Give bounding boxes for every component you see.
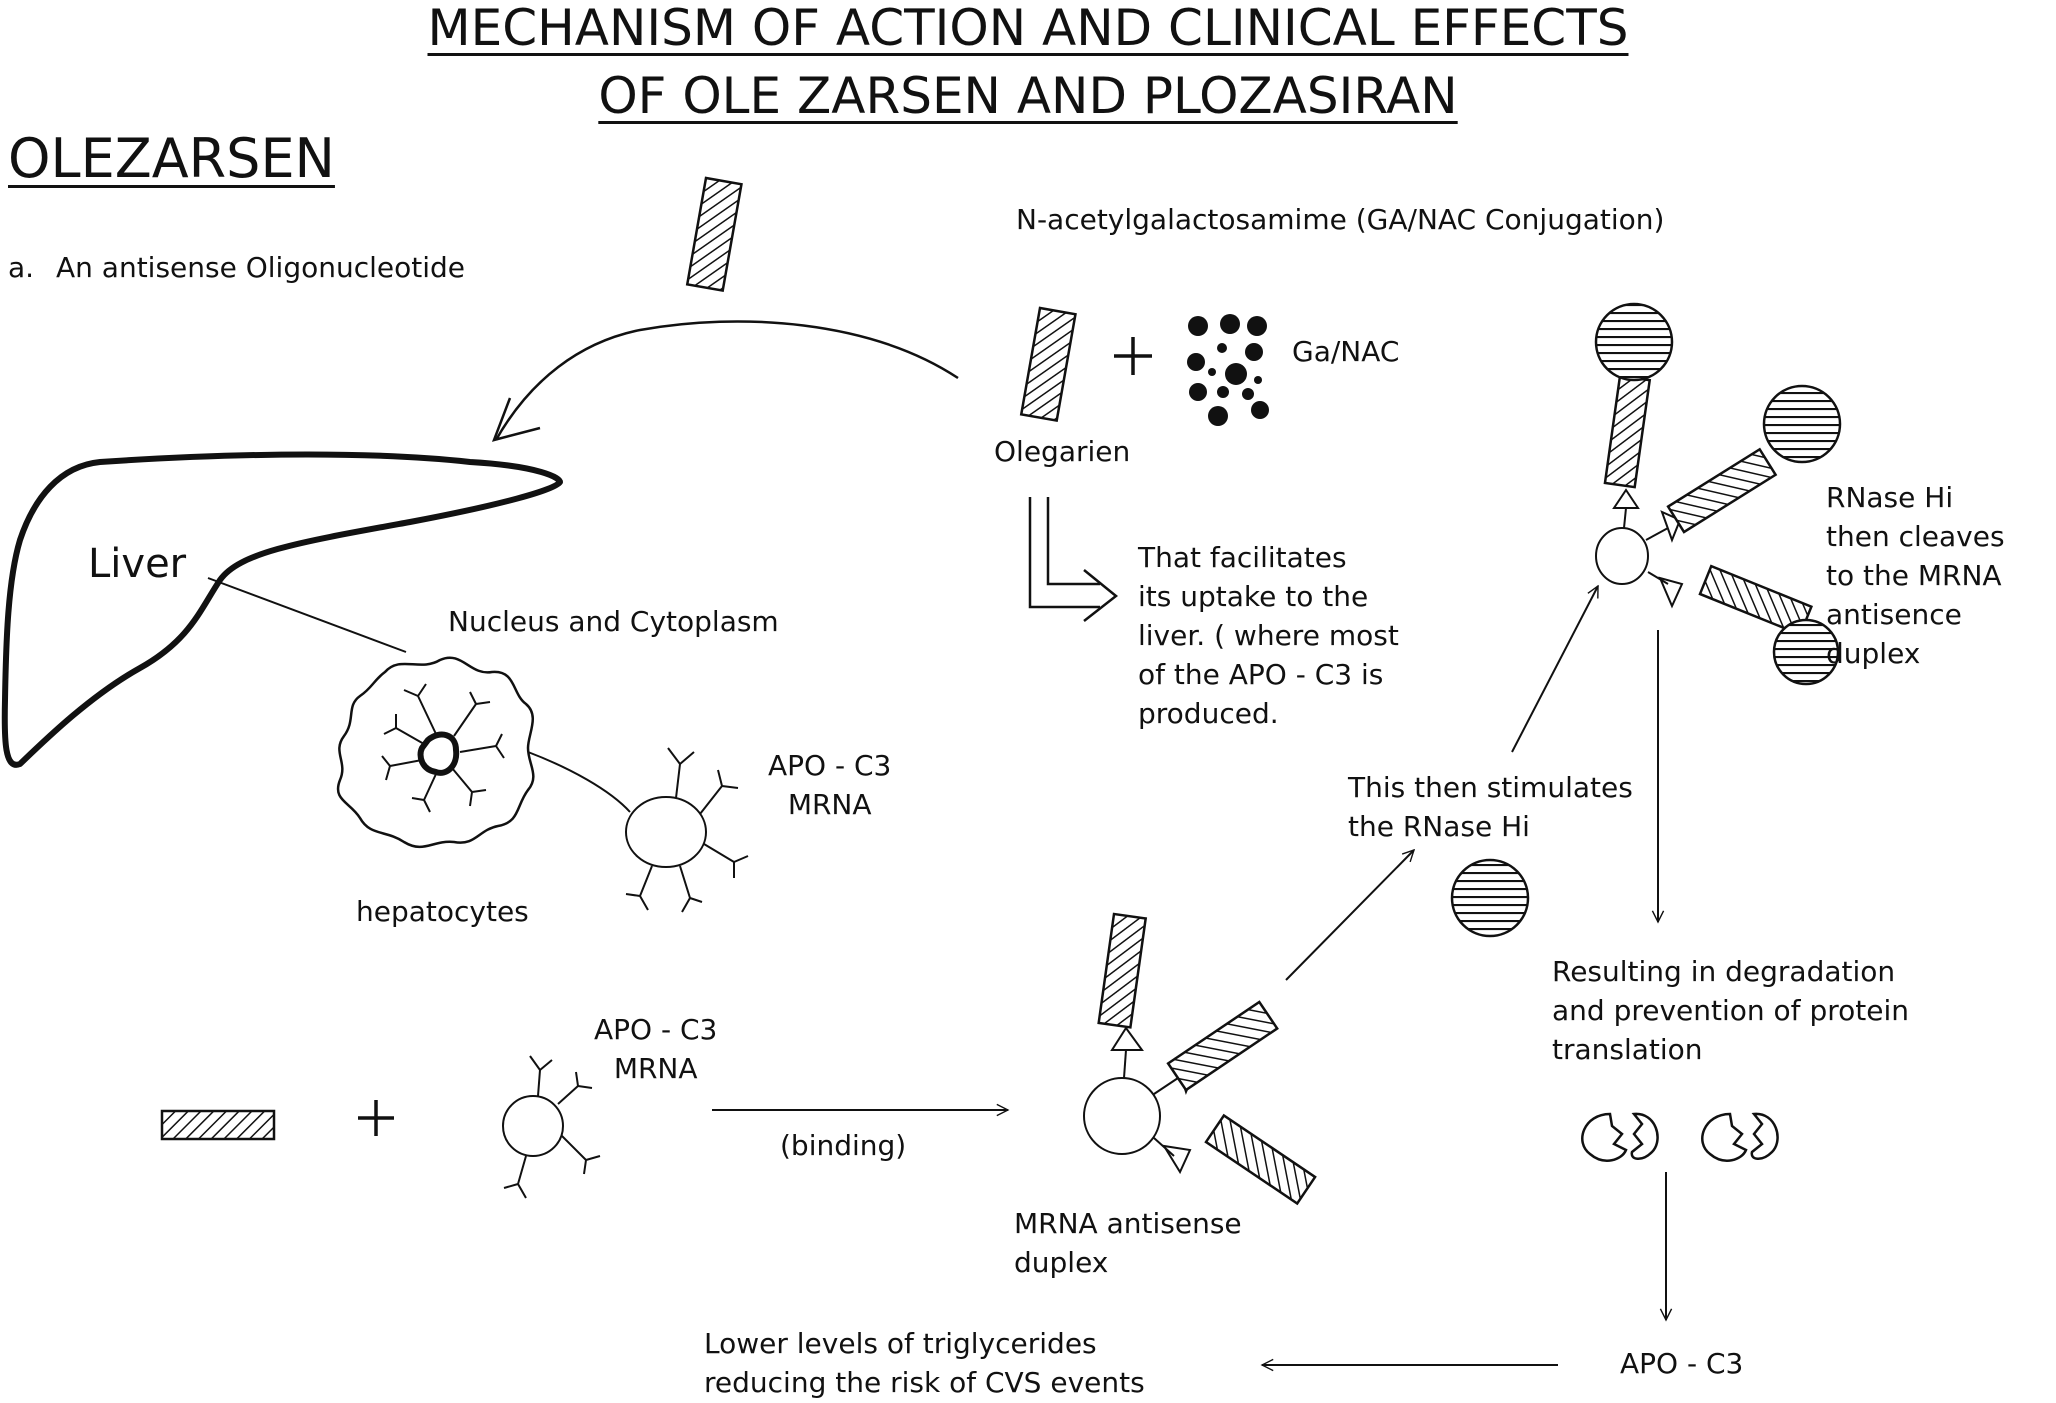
arrow-to-liver-head [491, 397, 541, 442]
hepatocytes-label: hepatocytes [356, 895, 529, 928]
conjugation-label: N-acetylgalactosamime (GA/NAC Conjugatio… [1016, 203, 1665, 236]
outcome-text: Lower levels of triglycerides reducing t… [704, 1327, 1145, 1399]
galnac-dots-icon [1187, 314, 1269, 426]
rnase-cleaves-text: RNase Hi then cleaves to the MRNA antise… [1826, 481, 2005, 670]
plus-icon-bottom [358, 1100, 394, 1136]
broken-protein-icon-1 [1581, 1112, 1659, 1162]
arrow-to-liver [494, 320, 959, 441]
hepatocyte-cell [336, 656, 535, 849]
apoc3-mrna-icon-bottom [502, 1055, 601, 1199]
title-line-2: OF OLE ZARSEN AND PLOZASIRAN [598, 67, 1458, 125]
oligo-strand-top [685, 176, 743, 293]
duplex-label: MRNA antisense duplex [1014, 1207, 1242, 1279]
section-heading: OLEZARSEN [8, 127, 335, 190]
olegarien-label: Olegarien [994, 435, 1131, 468]
nucleus-label: Nucleus and Cytoplasm [448, 605, 779, 638]
stimulates-text: This then stimulates the RNase Hi [1348, 771, 1633, 843]
hepatocyte-to-mrna-line [527, 751, 631, 813]
list-item-text: An antisense Oligonucleotide [56, 251, 466, 284]
oligo-strand-bottom [160, 1109, 276, 1141]
apoc3-mrna-icon [625, 747, 749, 913]
liver-label: Liver [88, 541, 187, 587]
plus-icon [1114, 337, 1152, 375]
uptake-elbow-arrow [1028, 497, 1119, 622]
apoc3-label: APO - C3 [1620, 1347, 1744, 1380]
cytoplasm-branches [381, 683, 505, 813]
apoc3-mrna-label: APO - C3 MRNA [768, 749, 892, 821]
binding-label: (binding) [780, 1129, 907, 1162]
galnac-label: Ga/NAC [1292, 335, 1400, 368]
rnase-sphere-icon [1450, 858, 1530, 938]
list-marker: a. [8, 251, 35, 284]
degradation-text: Resulting in degradation and prevention … [1552, 955, 1909, 1066]
duplex-icon [1083, 912, 1317, 1206]
liver-shape [1, 451, 563, 768]
rnase-complex-icon [1594, 302, 1842, 686]
stimulates-to-complex-arrow [1511, 586, 1599, 753]
uptake-text: That facilitates its uptake to the liver… [1138, 541, 1399, 730]
apoc3-mrna-label-bottom: APO - C3 MRNA [594, 1013, 718, 1085]
duplex-to-rnase-arrow [1285, 850, 1414, 981]
title-line-1: MECHANISM OF ACTION AND CLINICAL EFFECTS [427, 0, 1629, 57]
liver-pointer-line [207, 577, 407, 653]
olegarien-strand [1019, 306, 1077, 423]
nucleus-icon [417, 731, 460, 776]
broken-protein-icon-2 [1701, 1112, 1779, 1162]
